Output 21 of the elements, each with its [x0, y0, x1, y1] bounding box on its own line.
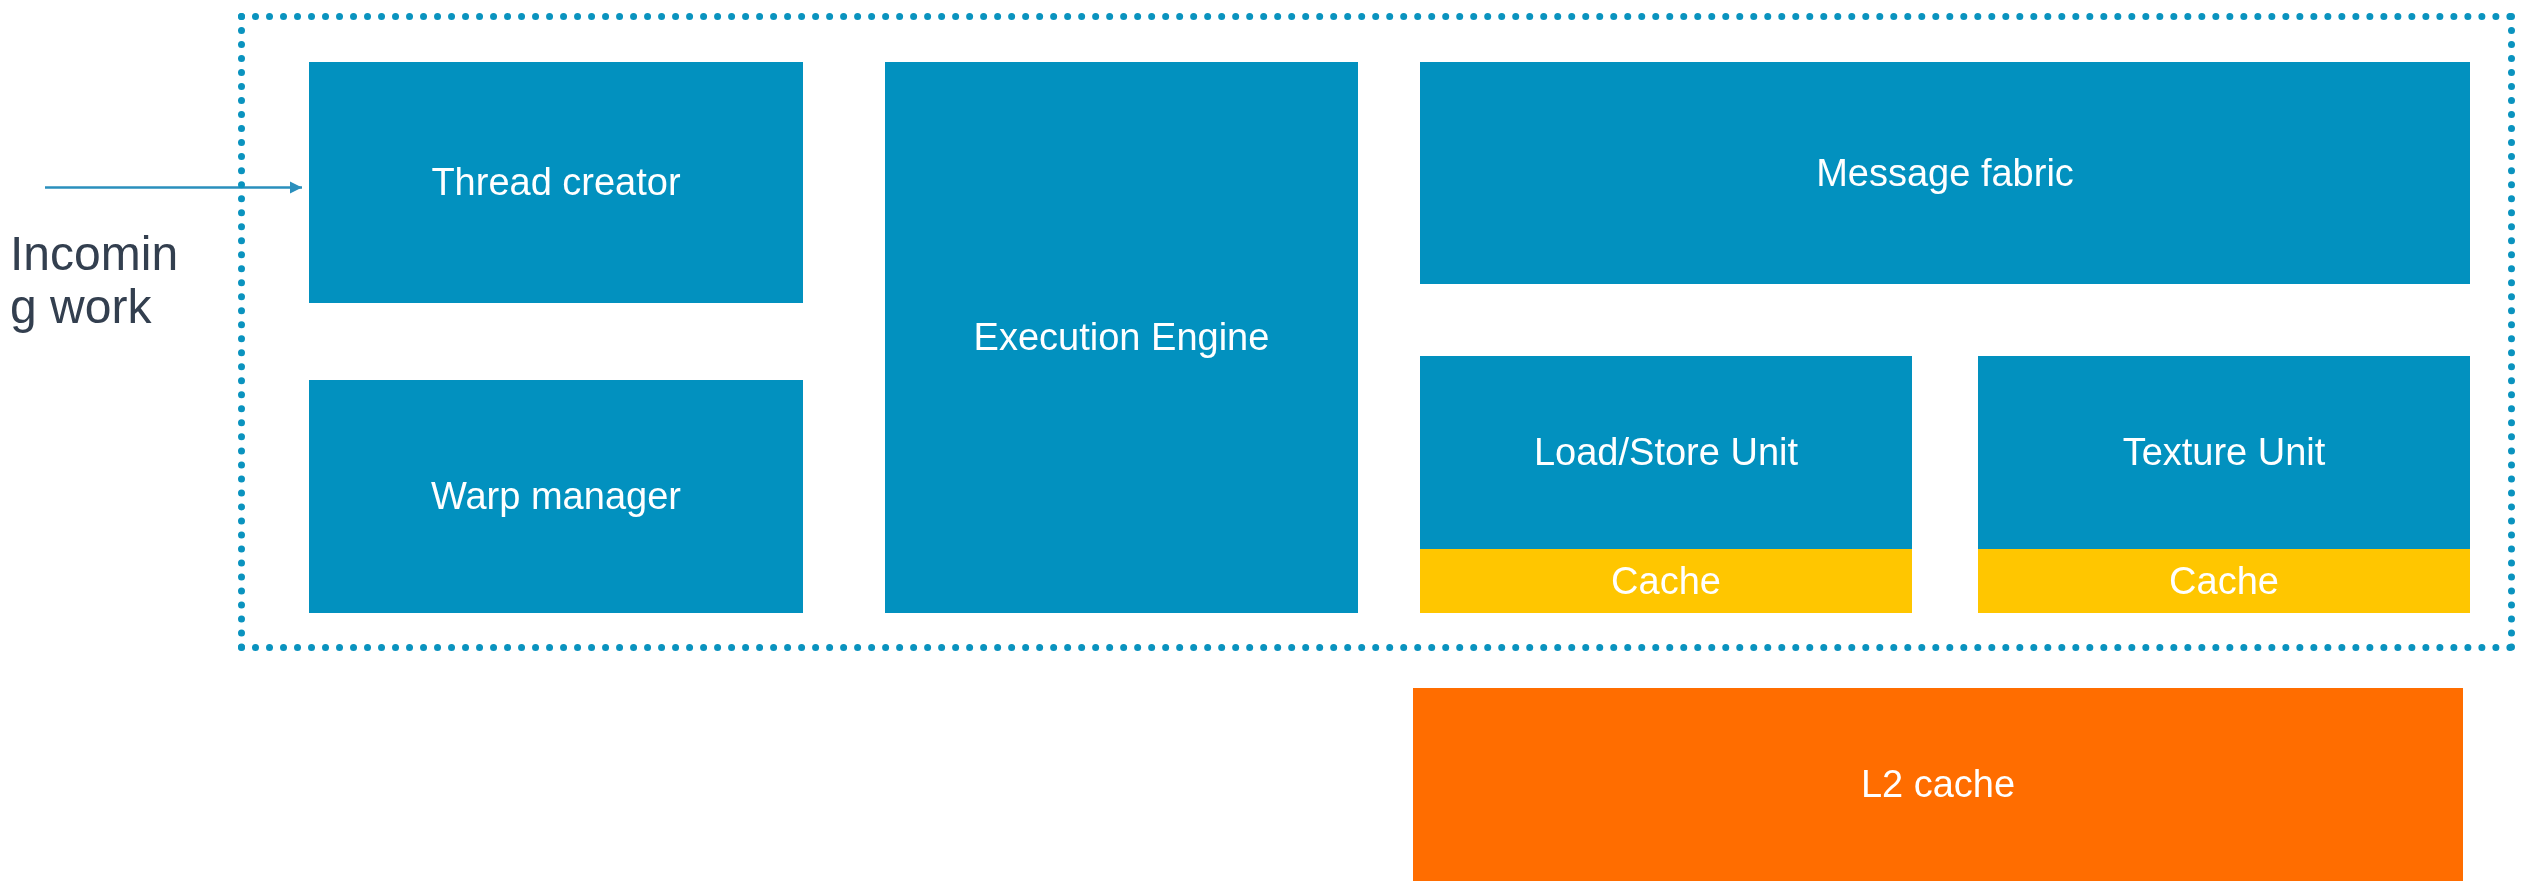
box-label: Load/Store Unit: [1533, 431, 1799, 474]
box-label: Texture Unit: [2122, 431, 2326, 474]
box-label: Warp manager: [431, 475, 681, 518]
box-label: Message fabric: [1816, 151, 2074, 195]
process-box: [309, 62, 803, 303]
process-box: [1978, 356, 2470, 549]
box-label: Cache: [2169, 559, 2279, 603]
dotted-container: [238, 13, 2515, 651]
process-box: [1420, 356, 1912, 549]
input-label: Incoming work: [10, 228, 180, 334]
cache-box: [1420, 549, 1912, 613]
box-label: Execution Engine: [973, 316, 1270, 359]
box-label: L2 cache: [1860, 763, 2016, 806]
arrow: [45, 181, 302, 194]
cache-box: [1978, 549, 2470, 613]
process-box: [1420, 62, 2470, 284]
box-label: Thread creator: [431, 161, 681, 204]
cache-box: [1413, 688, 2463, 881]
box-label: Cache: [1611, 559, 1721, 603]
process-box: [309, 380, 803, 613]
process-box: [885, 62, 1358, 613]
